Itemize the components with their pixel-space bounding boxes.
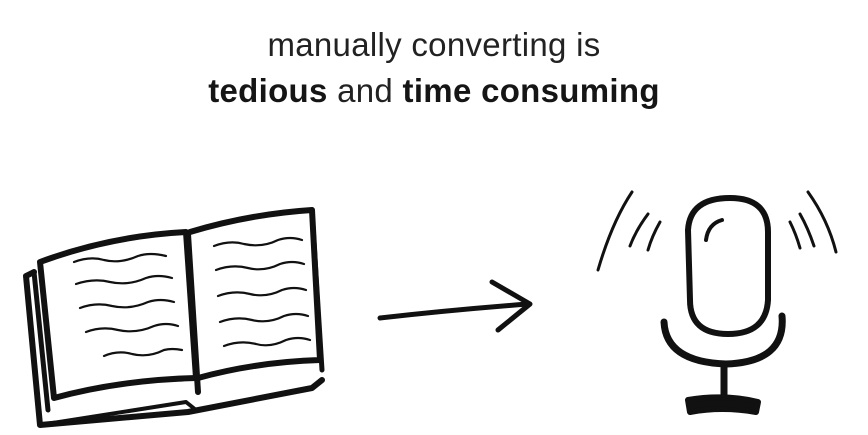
open-book-icon [23, 207, 325, 428]
headline-emphasis-time-consuming: time consuming [402, 72, 660, 109]
arrow-right-icon [377, 279, 533, 333]
headline-line-2: tedious and time consuming [0, 68, 868, 114]
headline-emphasis-tedious: tedious [208, 72, 328, 109]
headline: manually converting is tedious and time … [0, 22, 868, 114]
headline-conjunction: and [337, 72, 394, 109]
microphone-icon [596, 190, 838, 415]
headline-line-1: manually converting is [267, 26, 601, 63]
